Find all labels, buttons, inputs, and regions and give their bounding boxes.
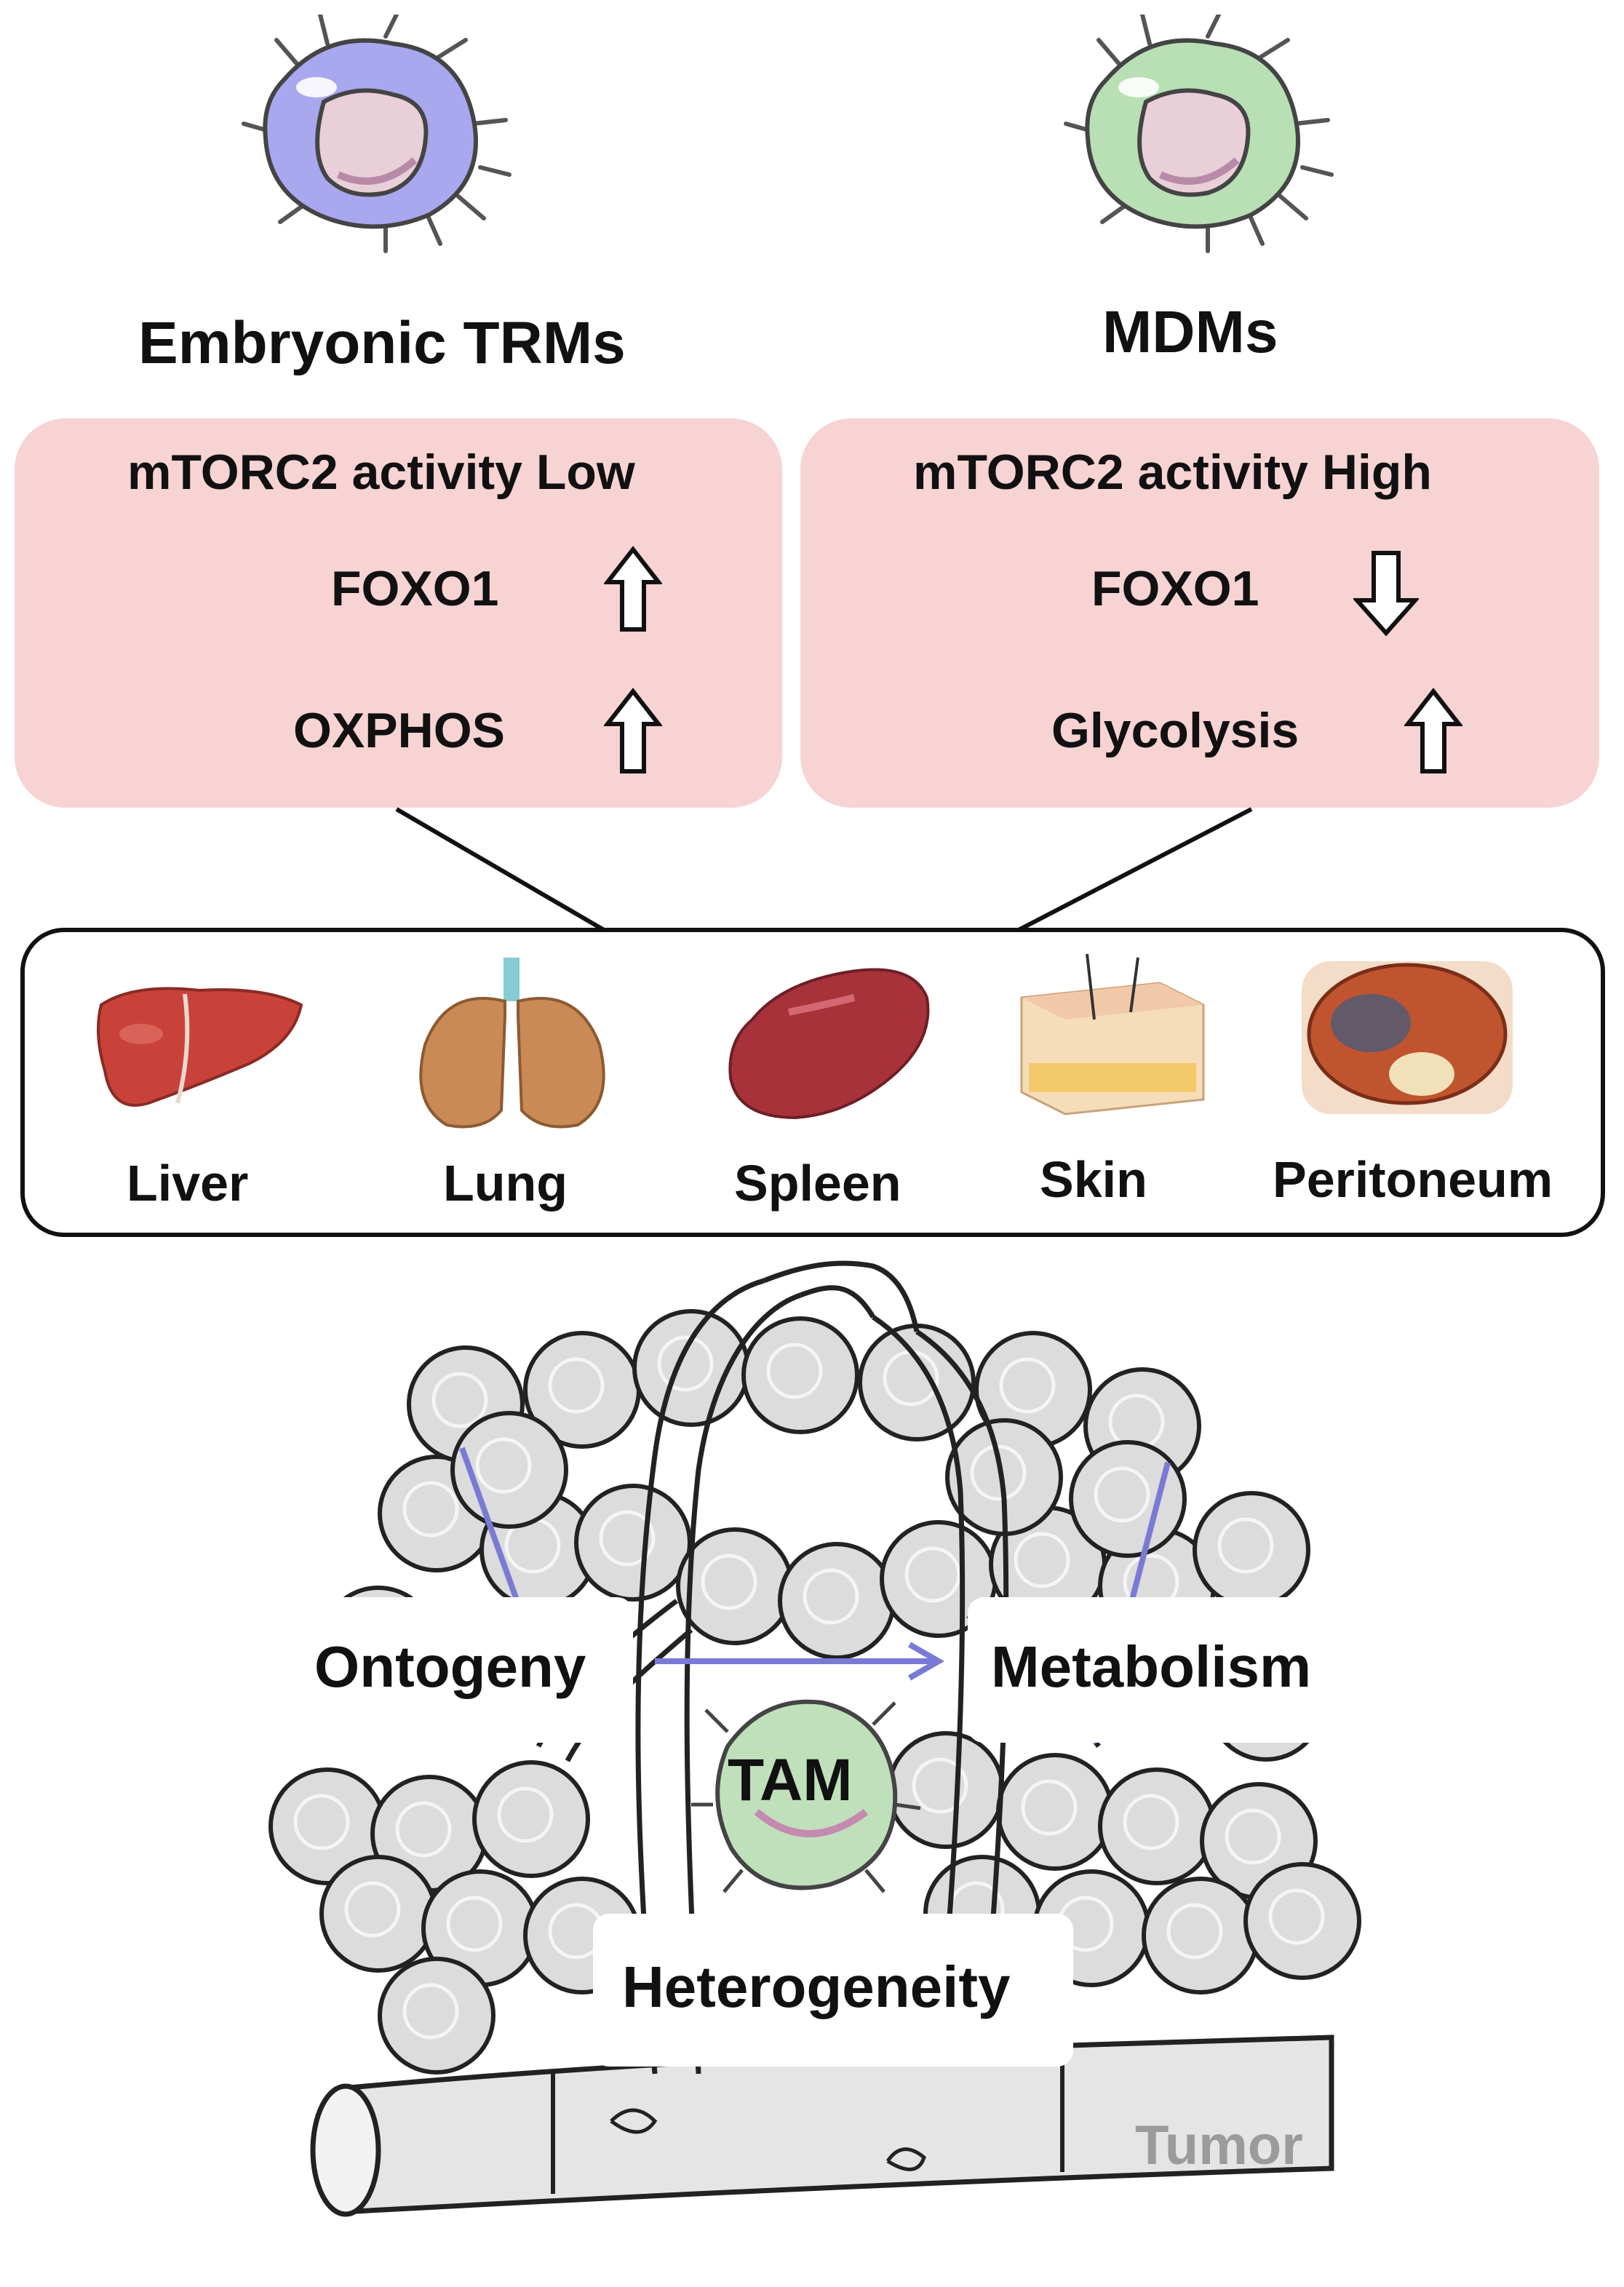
tumor-cell — [1243, 1862, 1361, 1980]
tumor-cell — [574, 1484, 692, 1602]
ontogeny-box: Ontogeny — [291, 1597, 633, 1743]
tumor-cell-nucleus — [999, 1357, 1056, 1414]
tumor-label: Tumor — [1135, 2115, 1303, 2176]
mdm-cell-icon — [1064, 15, 1334, 253]
embryonic-trm-cell-icon — [242, 15, 512, 253]
organ-panel: Liver Lung Spleen Skin Peritoneum — [20, 928, 1605, 1237]
mtorc2-low-text: mTORC2 activity Low — [127, 445, 635, 500]
tumor-cell-nucleus — [904, 1546, 961, 1603]
tumor-cell-nucleus — [1166, 1903, 1223, 1960]
skin-icon — [1020, 954, 1205, 1115]
metabolism-label: Metabolism — [991, 1634, 1312, 1699]
tumor-cell-nucleus — [970, 1444, 1027, 1501]
organ-label-skin: Skin — [1040, 1151, 1147, 1208]
tumor-cell-nucleus — [548, 1357, 605, 1414]
tumor-cell-nucleus — [657, 1335, 714, 1392]
tumor-cell-nucleus — [1094, 1466, 1150, 1523]
tumor-cell-nucleus — [395, 1801, 452, 1858]
tumor-cell-nucleus — [446, 1896, 503, 1952]
tumor-cell — [1142, 1877, 1259, 1994]
tumor-cell-nucleus — [1225, 1808, 1281, 1865]
spleen-icon — [728, 968, 930, 1120]
tumor-cell — [1098, 1767, 1216, 1885]
tumor-cell-nucleus — [497, 1786, 554, 1843]
peritoneum-icon — [1302, 961, 1513, 1114]
arrow-up-icon — [604, 688, 662, 773]
arrow-up-icon — [604, 546, 662, 632]
tumor-cell — [858, 1324, 976, 1441]
organ-label-liver: Liver — [127, 1155, 249, 1212]
foxo1-label-right: FOXO1 — [1091, 561, 1259, 616]
tumor-cell-nucleus — [1021, 1779, 1078, 1836]
tumor-cell-nucleus — [344, 1881, 401, 1938]
tumor-cell — [676, 1527, 794, 1645]
mdm-panel: mTORC2 activity High FOXO1 Glycolysis — [800, 418, 1599, 808]
tumor-cell-nucleus — [912, 1757, 968, 1814]
foxo1-label-left: FOXO1 — [331, 561, 499, 616]
tumor-cell — [887, 1731, 1005, 1849]
tumor-cell-nucleus — [1217, 1517, 1274, 1574]
tumor-cell-nucleus — [1123, 1794, 1179, 1850]
heterogeneity-box: Heterogeneity — [593, 1914, 1073, 2067]
tumor-cell-nucleus — [475, 1437, 532, 1494]
heterogeneity-label: Heterogeneity — [622, 1954, 1011, 2019]
tumor-cell-nucleus — [701, 1554, 757, 1610]
arrow-down-icon — [1353, 551, 1419, 637]
tumor-cell — [741, 1316, 859, 1434]
organ-label-lung: Lung — [443, 1155, 568, 1212]
tumor-cell — [319, 1855, 437, 1973]
tumor-cell-nucleus — [402, 1481, 459, 1538]
tumor-cell — [778, 1542, 896, 1660]
metabolism-box: Metabolism — [968, 1597, 1346, 1743]
liver-icon — [97, 987, 303, 1107]
mdms-title: MDMs — [1102, 299, 1278, 365]
tumor-cell — [378, 1957, 495, 2075]
tumor-cell-nucleus — [803, 1568, 859, 1625]
tumor-cell-nucleus — [599, 1510, 656, 1567]
tumor-cell-nucleus — [293, 1794, 350, 1850]
tumor-cell — [1069, 1440, 1187, 1558]
tumor-cell-nucleus — [766, 1343, 823, 1399]
arrow-up-icon — [1404, 688, 1462, 773]
embryonic-trms-title: Embryonic TRMs — [138, 310, 626, 376]
tumor-cell-nucleus — [431, 1372, 488, 1428]
blood-vessel — [310, 2035, 1334, 2217]
tumor-cell — [472, 1760, 590, 1878]
embryonic-trm-panel: mTORC2 activity Low FOXO1 OXPHOS — [15, 418, 782, 808]
tumor-cell — [996, 1753, 1114, 1871]
tam-label: TAM — [728, 1747, 853, 1813]
lungs-icon — [419, 958, 605, 1129]
ontogeny-label: Ontogeny — [314, 1634, 586, 1699]
tumor-cell-nucleus — [1014, 1532, 1070, 1588]
organ-label-spleen: Spleen — [734, 1155, 901, 1212]
mtorc2-high-text: mTORC2 activity High — [913, 445, 1432, 500]
oxphos-label: OXPHOS — [293, 703, 505, 758]
glycolysis-label: Glycolysis — [1051, 703, 1299, 758]
tam-cell — [691, 1699, 921, 1893]
organ-label-peritoneum: Peritoneum — [1273, 1151, 1553, 1208]
tumor-cell — [1193, 1491, 1310, 1609]
tumor-cell-nucleus — [1268, 1888, 1325, 1945]
tumor-cell-nucleus — [402, 1983, 459, 2040]
